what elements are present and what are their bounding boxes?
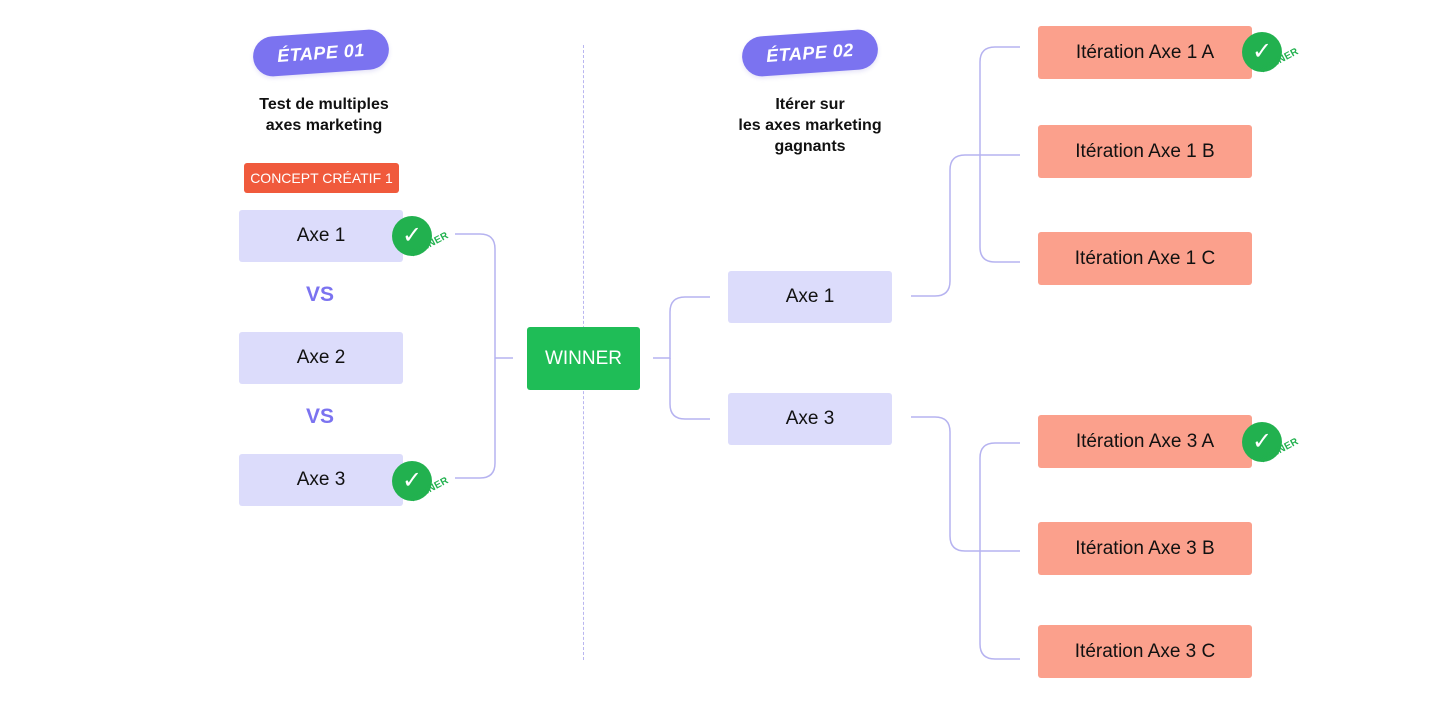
- stage2-heading-line3: gagnants: [774, 138, 846, 155]
- connector-axe1-winner: [455, 233, 496, 479]
- stage1-axe-3: Axe 3: [239, 454, 403, 506]
- iteration-axe3-b-label: Itération Axe 3 B: [1075, 537, 1215, 559]
- stage2-pill-label: ÉTAPE 02: [765, 39, 855, 66]
- connector-iter-3a-3c: [979, 442, 1020, 660]
- vs-label-1: VS: [305, 283, 334, 306]
- stage1-heading: Test de multiples axes marketing: [224, 94, 424, 136]
- check-icon: ✓: [1242, 422, 1282, 462]
- stage1-heading-line1: Test de multiples: [259, 96, 389, 113]
- stage1-axe-2: Axe 2: [239, 332, 403, 384]
- iteration-axe1-c-label: Itération Axe 1 C: [1074, 247, 1216, 269]
- concept-tag: CONCEPT CRÉATIF 1: [244, 163, 399, 193]
- stage2-axe-1: Axe 1: [728, 271, 892, 323]
- stage2-axe-3: Axe 3: [728, 393, 892, 445]
- stage1-pill-label: ÉTAPE 01: [276, 39, 366, 66]
- winner-box: WINNER: [527, 327, 640, 390]
- winner-box-label: WINNER: [544, 347, 623, 369]
- stage1-axe-2-label: Axe 2: [296, 347, 346, 368]
- iteration-axe3-a-label: Itération Axe 3 A: [1075, 430, 1215, 452]
- winner-badge-stage1-axe1: ✓ WINNER: [392, 216, 462, 286]
- winner-badge-iteration-3a: ✓ WINNER: [1242, 422, 1312, 492]
- iteration-axe1-a: Itération Axe 1 A: [1038, 26, 1252, 79]
- iteration-axe1-b-label: Itération Axe 1 B: [1075, 140, 1215, 162]
- stage1-heading-line2: axes marketing: [265, 117, 383, 134]
- connector-winner-axes: [653, 296, 710, 359]
- iteration-axe1-b: Itération Axe 1 B: [1038, 125, 1252, 178]
- winner-badge-stage1-axe3: ✓ WINNER: [392, 461, 462, 531]
- connector-axe1-iterations: [911, 154, 1020, 297]
- stage1-axe-1: Axe 1: [239, 210, 403, 262]
- iteration-axe3-b: Itération Axe 3 B: [1038, 522, 1252, 575]
- stage1-axe-3-label: Axe 3: [296, 469, 346, 490]
- check-icon: ✓: [1242, 32, 1282, 72]
- iteration-axe3-a: Itération Axe 3 A: [1038, 415, 1252, 468]
- vs-label-2: VS: [305, 405, 334, 428]
- connector-winner-axe3: [669, 358, 710, 420]
- iteration-axe1-c: Itération Axe 1 C: [1038, 232, 1252, 285]
- connector-iter-1a-1c: [979, 46, 1020, 263]
- connector-axe3-iterations: [911, 416, 1020, 552]
- concept-tag-label: CONCEPT CRÉATIF 1: [250, 170, 393, 186]
- iteration-axe3-c-label: Itération Axe 3 C: [1074, 640, 1216, 662]
- stage1-axe-1-label: Axe 1: [296, 225, 346, 246]
- check-icon: ✓: [392, 461, 432, 501]
- stage2-axe-1-label: Axe 1: [785, 286, 835, 307]
- stage2-heading: Itérer sur les axes marketing gagnants: [710, 94, 910, 157]
- check-icon: ✓: [392, 216, 432, 256]
- stage2-heading-line2: les axes marketing: [738, 117, 882, 134]
- iteration-axe1-a-label: Itération Axe 1 A: [1075, 41, 1215, 63]
- winner-badge-iteration-1a: ✓ WINNER: [1242, 32, 1312, 102]
- stage2-heading-line1: Itérer sur: [775, 96, 845, 113]
- iteration-axe3-c: Itération Axe 3 C: [1038, 625, 1252, 678]
- stage2-axe-3-label: Axe 3: [785, 408, 835, 429]
